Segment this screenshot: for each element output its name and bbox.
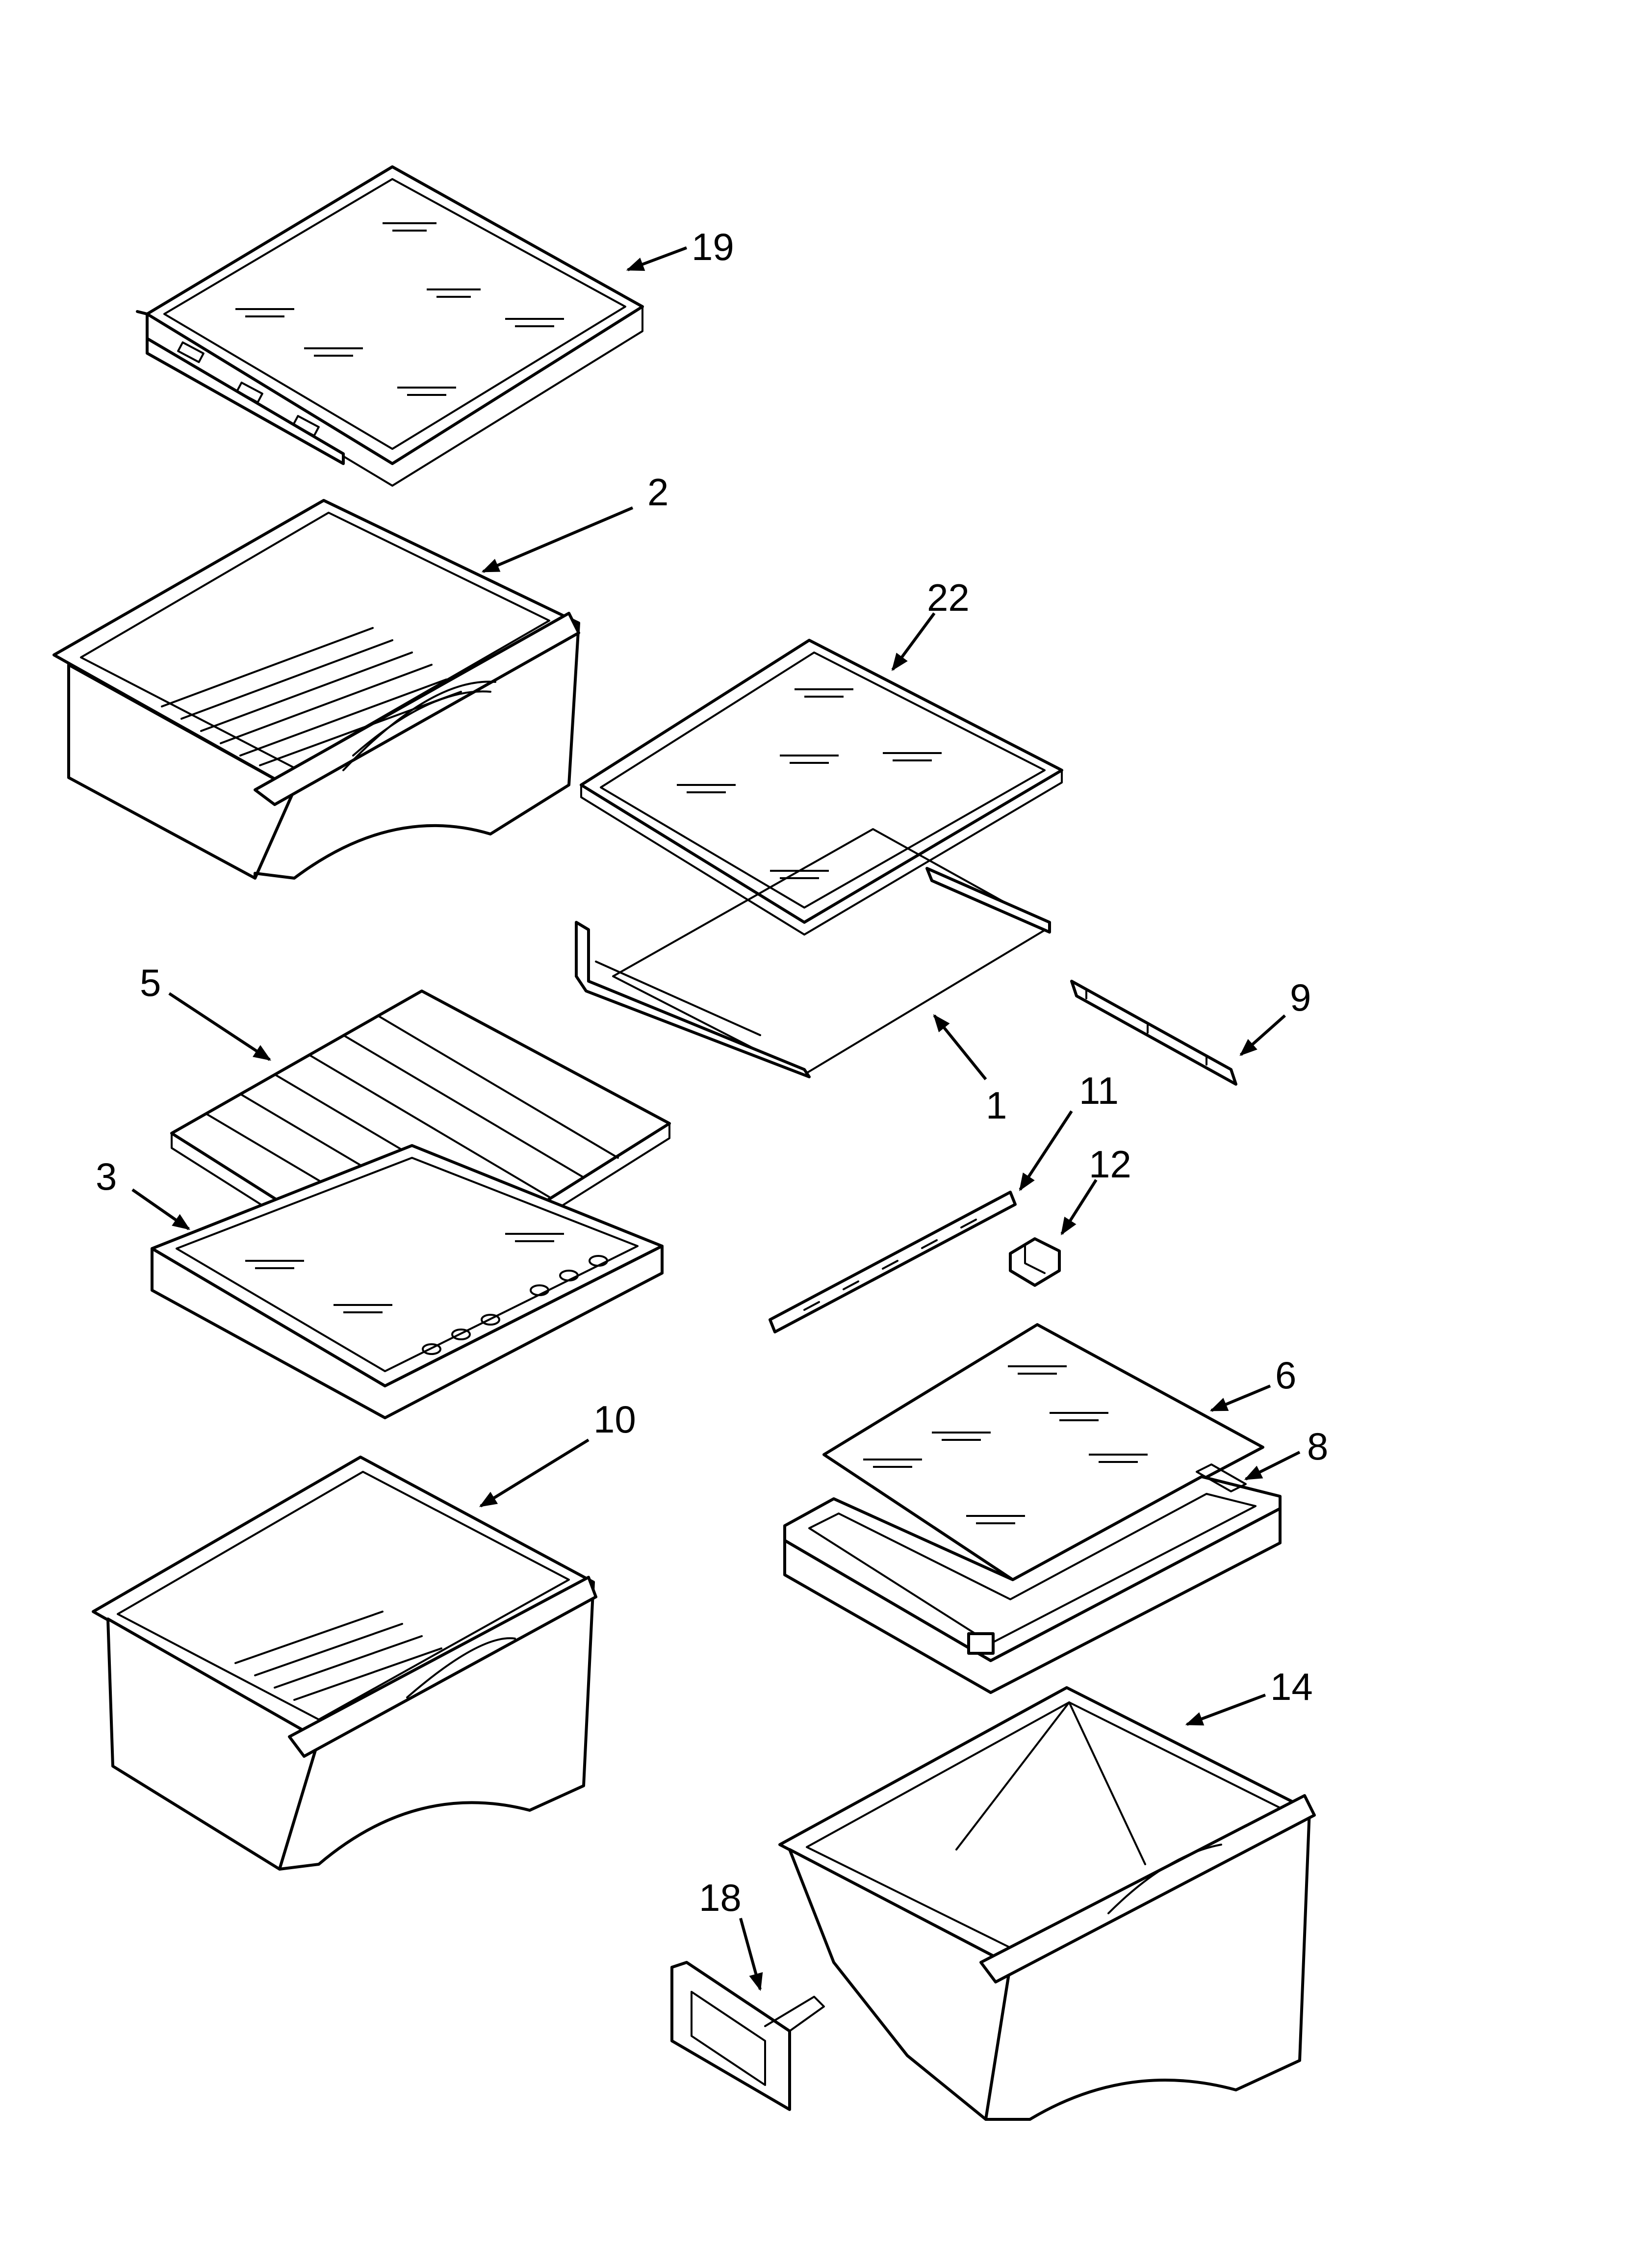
callout-3: 3 [96, 1155, 117, 1198]
part-9-bracket [1070, 980, 1237, 1086]
callout-labels: 19 2 22 5 1 9 11 12 3 10 6 8 14 18 [96, 225, 1328, 1919]
part-10-crisper-drawer [92, 1456, 597, 1871]
part-8-crisper-frame [783, 1463, 1282, 1694]
callout-2: 2 [647, 470, 668, 514]
glare-marks [863, 1365, 1148, 1524]
leader-lines [131, 246, 1301, 1991]
part-19-glass-shelf [136, 165, 644, 487]
callout-22: 22 [927, 576, 970, 619]
part-22-glass-shelf [580, 639, 1063, 936]
vent-holes [422, 1255, 608, 1355]
callout-11: 11 [1079, 1069, 1119, 1112]
part-2-crisper-drawer [52, 499, 580, 880]
callout-12: 12 [1089, 1143, 1131, 1186]
glare-marks [245, 1233, 564, 1313]
callout-14: 14 [1270, 1665, 1313, 1708]
part-6-glass-panel [822, 1323, 1264, 1581]
part-12-clip [1009, 1237, 1061, 1287]
callout-5: 5 [140, 961, 161, 1004]
callout-6: 6 [1275, 1354, 1296, 1397]
callout-19: 19 [692, 225, 734, 268]
part-3-crisper-frame [151, 1144, 664, 1419]
drawer-ribs [234, 1611, 442, 1701]
part-14-crisper-drawer [778, 1686, 1316, 2121]
callout-8: 8 [1307, 1425, 1328, 1468]
glare-marks [235, 222, 564, 396]
callout-18: 18 [699, 1876, 742, 1919]
drawer-ribs [161, 627, 462, 766]
part-11-bracket [769, 1191, 1017, 1333]
callout-10: 10 [593, 1398, 636, 1441]
part-18-label [670, 1961, 825, 2111]
part-1-shelf-frame [575, 828, 1051, 1078]
callout-1: 1 [986, 1084, 1007, 1127]
callout-9: 9 [1290, 976, 1311, 1019]
bracket-slots [803, 1219, 977, 1311]
